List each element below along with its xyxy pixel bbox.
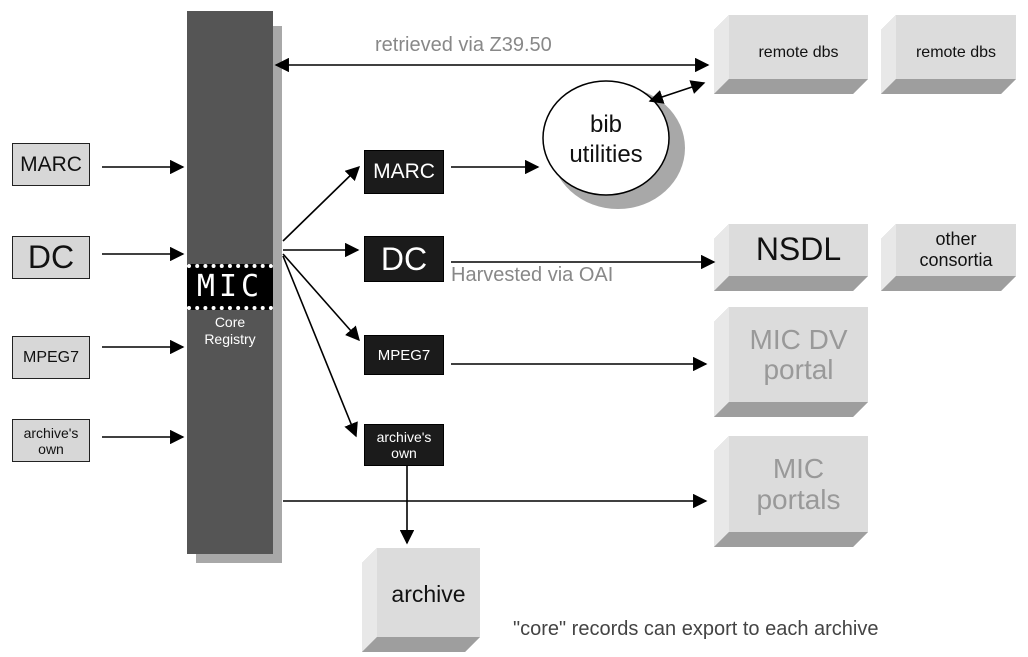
arrow-bib-remote [648, 80, 706, 104]
archive-label-box: archive [377, 548, 480, 637]
input-marc-label: MARC [20, 152, 82, 176]
registry-label: Core Registry [187, 314, 273, 348]
registry-label-line2: Registry [204, 331, 256, 347]
cube-mic-portals [714, 436, 868, 547]
bib-utilities-label-box: bib utilities [546, 100, 666, 180]
remote-dbs-2-label: remote dbs [915, 44, 997, 61]
cube-other-consortia [881, 224, 1016, 291]
annotation-oai: Harvested via OAI [451, 264, 614, 286]
registry-label-line1: Core [214, 314, 246, 330]
output-archive-own-line1: archive's [376, 429, 432, 445]
bib-label-line1: bib [589, 111, 623, 138]
nsdl-label-box: NSDL [729, 224, 868, 276]
cube-mic-dv-portal [714, 307, 868, 417]
input-archive-own-line2: own [38, 440, 64, 457]
input-marc: MARC [12, 143, 90, 186]
cube-remote-dbs-1 [714, 15, 868, 94]
mic-dv-line1: MIC DV [749, 323, 848, 355]
mic-dv-portal-label-box: MIC DV portal [729, 307, 868, 402]
output-archive-own-line2: own [391, 445, 417, 461]
bib-label-line2: utilities [569, 141, 643, 168]
mic-logo-text: MIC [196, 269, 264, 304]
bib-circle [542, 80, 670, 196]
annotation-core-export: "core" records can export to each archiv… [513, 618, 879, 640]
arrow-to-out-marc [282, 165, 361, 242]
input-dc: DC [12, 236, 90, 279]
output-dc: DC [364, 236, 444, 282]
mic-dv-line2: portal [763, 353, 834, 385]
other-consortia-line2: consortia [919, 250, 993, 270]
mic-portals-line1: MIC [772, 453, 825, 484]
output-dc-label: DC [380, 240, 428, 277]
other-consortia-label-box: other consortia [896, 224, 1016, 276]
remote-dbs-1-label-box: remote dbs [729, 15, 868, 79]
output-mpeg7: MPEG7 [364, 335, 444, 375]
other-consortia-line1: other [935, 229, 977, 249]
remote-dbs-2-label-box: remote dbs [896, 15, 1016, 79]
output-mpeg7-label: MPEG7 [377, 346, 431, 364]
input-archive-own: archive's own [12, 419, 90, 462]
mic-portals-label-box: MIC portals [729, 436, 868, 532]
input-archive-own-line1: archive's [23, 424, 79, 441]
input-dc-label: DC [27, 239, 75, 275]
input-mpeg7: MPEG7 [12, 336, 90, 379]
output-archive-own: archive's own [364, 424, 444, 466]
arrow-to-out-mpeg7 [282, 253, 360, 342]
mic-portals-line2: portals [756, 484, 841, 515]
arrow-to-out-archive-own [282, 255, 358, 438]
archive-label: archive [391, 581, 466, 607]
cube-remote-dbs-2 [881, 15, 1016, 94]
remote-dbs-1-label: remote dbs [758, 44, 839, 61]
input-mpeg7-label: MPEG7 [22, 348, 79, 366]
nsdl-label: NSDL [755, 231, 842, 268]
annotation-z3950: retrieved via Z39.50 [375, 34, 552, 56]
cube-nsdl [714, 224, 868, 291]
output-marc: MARC [364, 150, 444, 194]
output-marc-label: MARC [373, 160, 435, 183]
mic-logo: MIC [187, 264, 273, 310]
cube-archive [362, 548, 480, 652]
